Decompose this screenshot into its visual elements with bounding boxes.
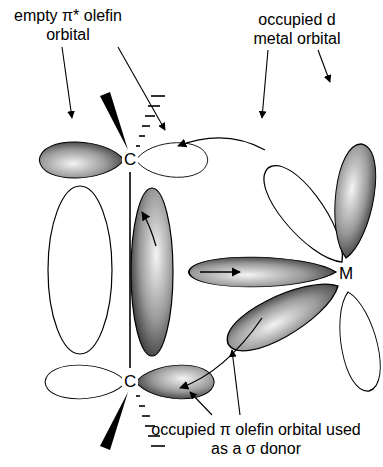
atom-label: M bbox=[337, 265, 355, 283]
back-donation-arrow bbox=[180, 318, 262, 388]
leader-line bbox=[232, 350, 240, 415]
pi-star-lobe bbox=[136, 143, 208, 178]
d-lobe bbox=[330, 288, 383, 394]
orbital-label: occupied π olefin orbital used as a σ do… bbox=[150, 420, 362, 458]
pi-star-lobe bbox=[136, 365, 214, 399]
atom-label: C bbox=[122, 373, 138, 391]
sigma-acceptor-lobe bbox=[189, 257, 336, 287]
leader-line bbox=[118, 47, 165, 130]
atom-label: C bbox=[122, 151, 138, 169]
d-lobe bbox=[327, 141, 381, 260]
leader-line bbox=[318, 50, 330, 82]
pi-star-lobe bbox=[39, 142, 124, 178]
cc-bond bbox=[129, 172, 131, 368]
pi-lobe-back bbox=[48, 186, 112, 354]
pi-star-lobe bbox=[45, 365, 126, 399]
orbital-label: occupied d metal orbital bbox=[238, 10, 356, 48]
orbital-label: empty π* olefin orbital bbox=[12, 6, 124, 44]
leader-line bbox=[190, 392, 212, 415]
back-donation-arrow bbox=[178, 138, 265, 150]
leader-line bbox=[262, 50, 268, 118]
pi-arrow bbox=[142, 212, 156, 246]
wedge-bond bbox=[100, 392, 128, 450]
donation-arrow bbox=[200, 271, 240, 272]
leader-line bbox=[62, 47, 72, 118]
pi-lobe-front bbox=[131, 188, 173, 356]
wedge-bond bbox=[100, 92, 128, 150]
